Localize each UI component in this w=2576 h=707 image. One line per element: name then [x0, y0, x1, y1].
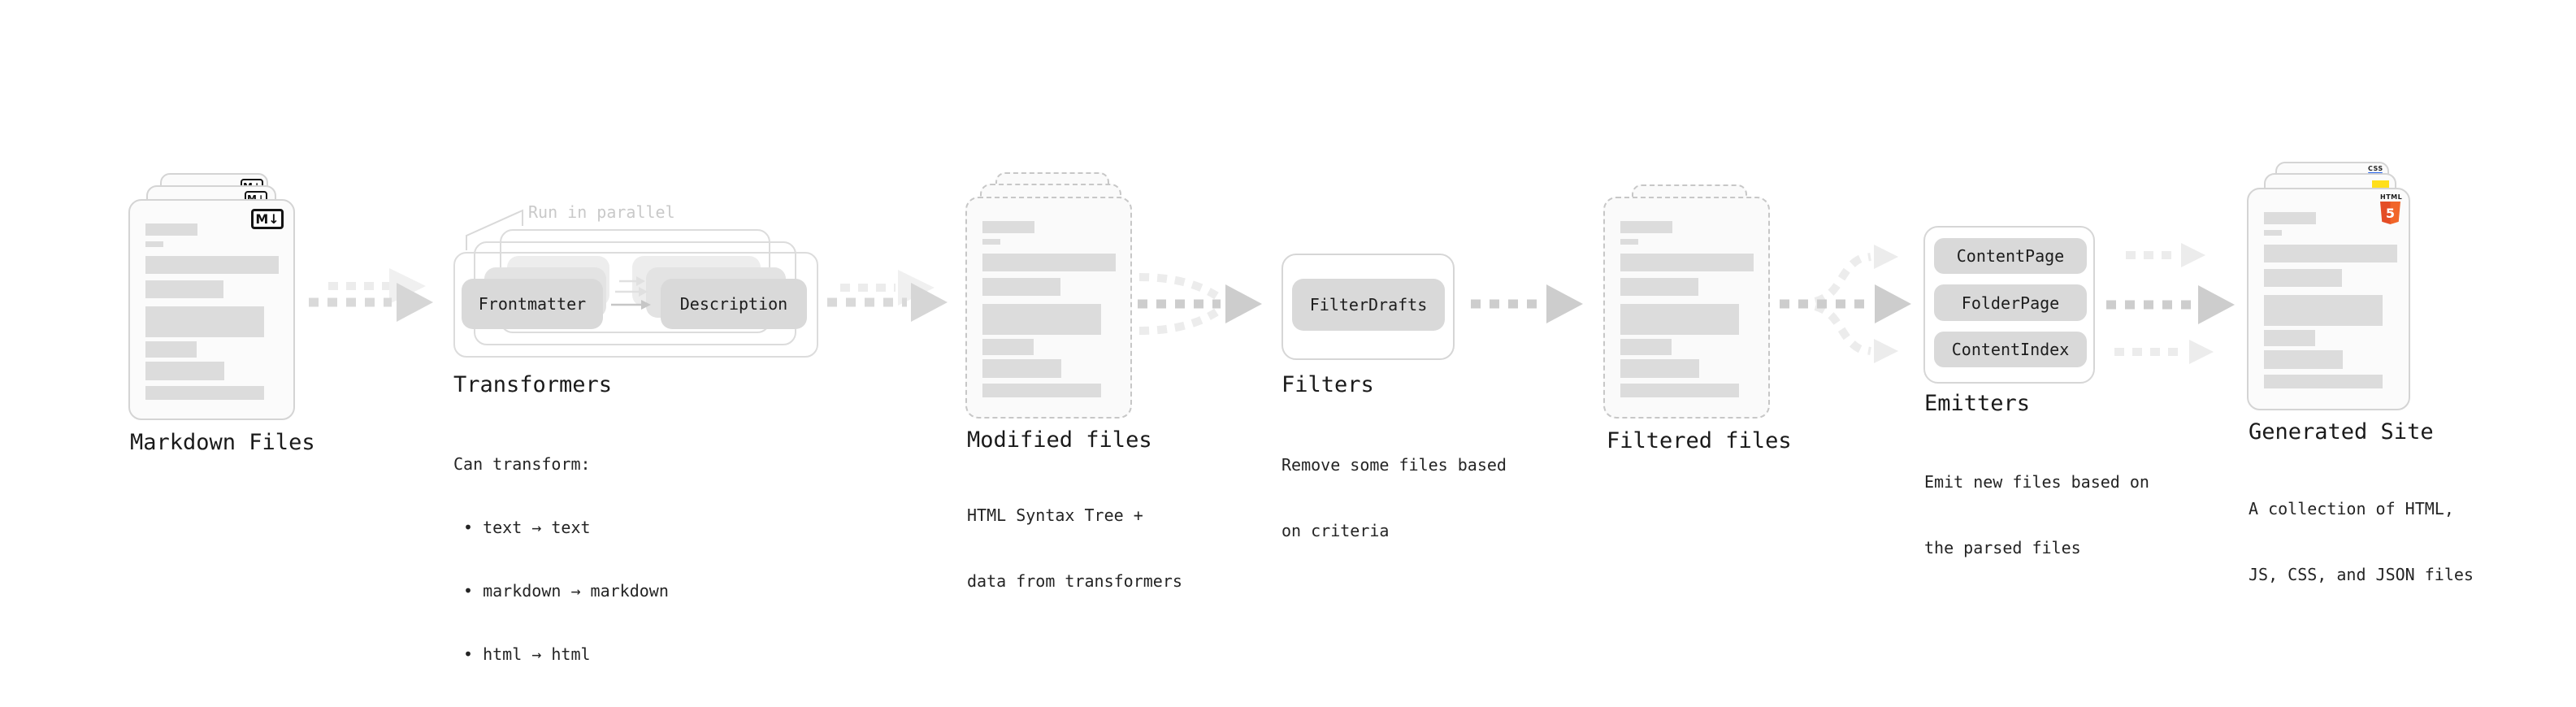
arrow-emitters-to-generated: [2106, 243, 2235, 364]
description-pill: Description: [661, 279, 807, 329]
emitters-notes: Emit new files based on the parsed files: [1924, 427, 2149, 603]
note-line: HTML Syntax Tree +: [967, 505, 1143, 525]
contentindex-pill: ContentIndex: [1934, 332, 2087, 367]
modified-files-title: Modified files: [967, 427, 1152, 453]
filtered-files-title: Filtered files: [1607, 428, 1792, 453]
emitters-title: Emitters: [1924, 391, 2031, 416]
note-line: the parsed files: [1924, 538, 2081, 557]
filters-title: Filters: [1281, 372, 1374, 397]
filterdrafts-pill: FilterDrafts: [1292, 279, 1445, 331]
note-line: Remove some files based: [1281, 455, 1507, 475]
transformers-notes: Can transform: • text → text • markdown …: [453, 411, 669, 707]
description-pill-label: Description: [679, 294, 788, 314]
note-line: on criteria: [1281, 521, 1390, 540]
contentpage-pill: ContentPage: [1934, 238, 2087, 274]
note-line: Can transform:: [453, 454, 591, 474]
contentpage-pill-label: ContentPage: [1956, 246, 2065, 266]
filters-notes: Remove some files based on criteria: [1281, 410, 1507, 586]
run-in-parallel-annotation: Run in parallel: [528, 202, 675, 222]
document-skeleton: [1620, 221, 1754, 398]
frontmatter-pill: Frontmatter: [462, 279, 603, 329]
note-line: • html → html: [463, 644, 591, 664]
file-card-front: [1603, 197, 1770, 419]
arrow-markdown-to-transformers: [309, 268, 433, 322]
arrow-filters-to-filtered: [1471, 284, 1583, 323]
transformers-title: Transformers: [453, 372, 613, 397]
arrow-modified-to-filters: [1138, 273, 1262, 335]
document-skeleton: [2264, 212, 2398, 389]
note-line: A collection of HTML,: [2249, 499, 2454, 518]
arrow-filtered-to-emitters: [1780, 245, 1911, 363]
document-skeleton: [145, 223, 280, 401]
contentindex-pill-label: ContentIndex: [1951, 340, 2070, 359]
pipeline-diagram: M↓ M↓ M↓ Markdown Files Run in parallel …: [128, 162, 2474, 664]
modified-files-notes: HTML Syntax Tree + data from transformer…: [967, 461, 1182, 636]
file-card-front: M↓: [128, 199, 295, 420]
frontmatter-pill-label: Frontmatter: [478, 294, 587, 314]
folderpage-pill-label: FolderPage: [1961, 293, 2060, 313]
generated-site-notes: A collection of HTML, JS, CSS, and JSON …: [2249, 454, 2474, 630]
markdown-files-title: Markdown Files: [130, 430, 315, 455]
note-line: JS, CSS, and JSON files: [2249, 565, 2474, 584]
css-icon-label: CSS: [2368, 165, 2383, 172]
file-card-front: HTML 5: [2247, 188, 2410, 410]
document-skeleton: [982, 221, 1117, 398]
js-icon: [2372, 180, 2389, 189]
transformer-group-front: [453, 252, 818, 358]
note-line: data from transformers: [967, 571, 1182, 591]
arrow-transformers-to-modified: [827, 270, 948, 322]
markdown-icon-text: M↓: [255, 211, 280, 227]
note-line: • text → text: [463, 518, 591, 537]
note-line: Emit new files based on: [1924, 472, 2149, 492]
folderpage-pill: FolderPage: [1934, 284, 2087, 321]
generated-site-title: Generated Site: [2249, 419, 2434, 445]
file-card-front: [965, 197, 1132, 419]
note-line: • markdown → markdown: [463, 581, 669, 601]
filterdrafts-pill-label: FilterDrafts: [1309, 295, 1428, 314]
html5-icon-label: HTML: [2380, 193, 2403, 201]
